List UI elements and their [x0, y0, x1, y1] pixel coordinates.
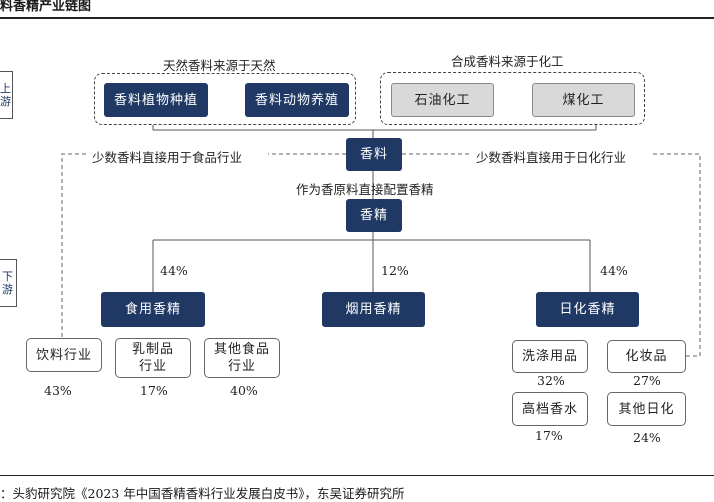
cosmetics-box: 化妆品 [607, 340, 686, 373]
side-label-downstream-text: 下 游 [2, 270, 13, 296]
dairy-share: 17% [140, 383, 168, 398]
detergent-box: 洗涤用品 [512, 340, 588, 373]
plant-cultivation-box: 香料植物种植 [104, 83, 208, 117]
other-food-share: 40% [230, 383, 258, 398]
beverage-share: 43% [44, 383, 72, 398]
other-daily-box: 其他日化 [607, 392, 686, 426]
essence-box: 香精 [346, 199, 402, 232]
dairy-industry-box: 乳制品 行业 [115, 338, 191, 378]
tobacco-essence-box: 烟用香精 [322, 292, 425, 327]
cosmetics-share: 27% [633, 373, 661, 388]
other-food-industry-box: 其他食品 行业 [204, 338, 280, 378]
food-essence-share: 44% [160, 263, 188, 278]
annotation-to-essence: 作为香原料直接配置香精 [296, 182, 434, 197]
beverage-industry-box: 饮料行业 [26, 338, 102, 372]
perfume-share: 17% [535, 428, 563, 443]
title-rule [0, 17, 714, 19]
side-label-upstream: 上 游 [0, 71, 13, 119]
coal-chemical-box: 煤化工 [532, 83, 635, 117]
annotation-to-food: 少数香料直接用于食品行业 [92, 150, 243, 165]
synthetic-group [380, 72, 645, 125]
daily-essence-box: 日化香精 [536, 292, 639, 327]
perfume-box: 高档香水 [512, 392, 588, 426]
natural-group [94, 73, 356, 125]
synthetic-group-label: 合成香料来源于化工 [451, 54, 564, 69]
source-note: ：头豹研究院《2023 年中国香精香料行业发展白皮书》，东吴证券研究所 [0, 486, 405, 501]
other-daily-share: 24% [633, 430, 661, 445]
daily-essence-share: 44% [600, 263, 628, 278]
petrochemical-box: 石油化工 [391, 83, 494, 117]
tobacco-essence-share: 12% [381, 263, 409, 278]
spice-box: 香料 [346, 138, 402, 171]
natural-group-label: 天然香料来源于天然 [163, 58, 276, 73]
page-title: 料香精产业链图 [0, 0, 92, 14]
side-label-upstream-text: 上 游 [0, 82, 11, 108]
annotation-to-daily: 少数香料直接用于日化行业 [476, 150, 627, 165]
food-essence-box: 食用香精 [101, 292, 205, 327]
detergent-share: 32% [537, 373, 565, 388]
source-rule [0, 475, 714, 476]
side-label-downstream: 下 游 [0, 259, 17, 307]
animal-breeding-box: 香料动物养殖 [245, 83, 349, 117]
